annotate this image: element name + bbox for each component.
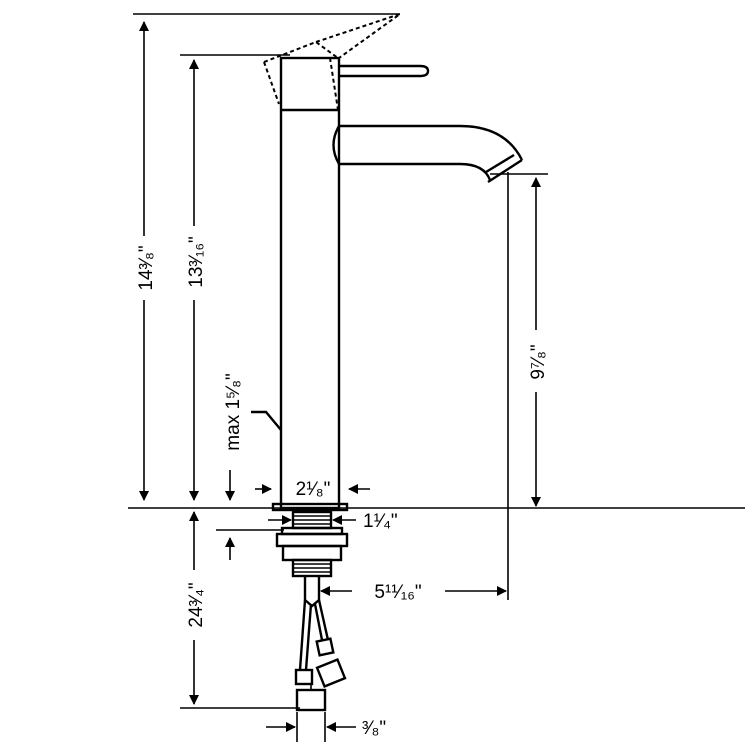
mounting-shank [275,510,349,608]
below-deck-length-label: 24³⁄₄" [186,582,207,627]
lever-rotation-outline [263,13,401,111]
dimension-spout-top-height: 13³⁄₁₆" [180,54,290,501]
dimension-base-diameter: 2¹⁄₈" [255,479,370,500]
dimension-spout-reach: 5¹¹⁄₁₆" [320,172,509,603]
dimension-max-deck-thickness: max 1⁵⁄₈" [216,373,284,560]
dimension-hose-connection: ³⁄₈" [266,712,386,742]
drain-rod [251,410,282,431]
lever-handle [339,64,430,78]
max-deck-thickness-label: max 1⁵⁄₈" [223,373,244,450]
dimension-shank-diameter: 1¹⁄₄" [268,511,398,532]
hose-connection-label: ³⁄₈" [362,718,386,739]
deck-base [271,502,349,512]
spout-top-height-label: 13³⁄₁₆" [186,236,207,287]
spout-reach-label: 5¹¹⁄₁₆" [374,582,421,603]
total-height-label: 14³⁄₈" [136,245,157,290]
shank-diameter-label: 1¹⁄₄" [363,511,398,532]
dimension-spout-clearance: 9⁷⁄₈" [490,173,549,507]
faucet-body [251,13,524,512]
spout-clearance-label: 9⁷⁄₈" [528,344,549,379]
dimension-below-deck-length: 24³⁄₄" [180,511,300,709]
base-diameter-label: 2¹⁄₈" [296,479,331,500]
supply-hoses [294,599,347,712]
spout [332,124,524,184]
dimension-total-height: 14³⁄₈" [133,13,400,501]
